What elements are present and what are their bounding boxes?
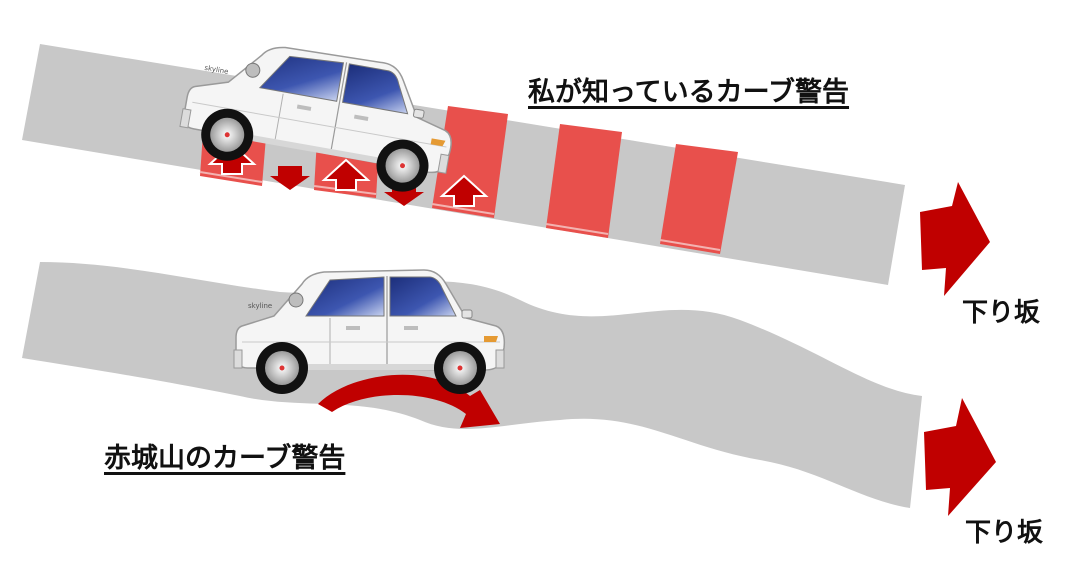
direction-label-top: 下り坂 [962,298,1041,328]
direction-label-bottom: 下り坂 [965,518,1044,548]
stripe-5 [660,144,738,254]
direction-arrow-bottom-icon [924,398,996,516]
stripe-4 [546,124,622,238]
caption-bottom: 赤城山のカーブ警告 [104,443,346,474]
car-badge: skyline [248,302,272,310]
direction-arrow-top-icon [920,182,990,296]
caption-top: 私が知っているカーブ警告 [528,77,850,108]
car-bottom: skyline [233,269,506,395]
